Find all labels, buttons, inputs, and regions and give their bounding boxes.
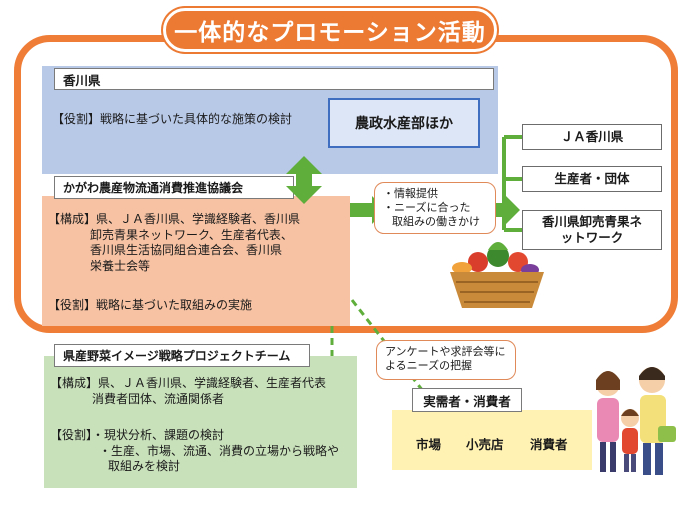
- target-wholesale-network-label: 香川県卸売青果ネットワーク: [541, 214, 642, 245]
- project-team-composition-line: 消費者団体、流通関係者: [92, 391, 225, 406]
- survey-callout-line: よるニーズの把握: [385, 359, 473, 372]
- family-icon: [596, 367, 676, 475]
- council-composition-line: 香川県生活協同組合連合会、香川県: [90, 243, 283, 258]
- target-producers: 生産者・団体: [522, 166, 662, 192]
- council-role: 【役割】戦略に基づいた取組みの実施: [48, 298, 253, 312]
- council-composition-line: 栄養士会等: [90, 258, 151, 273]
- info-callout: ・情報提供 ・ニーズに合った 取組みの働きかけ: [374, 182, 496, 234]
- survey-callout-line: アンケートや求評会等に: [385, 345, 506, 358]
- demand-area: [392, 410, 592, 470]
- project-team-role: 【役割】・現状分析、課題の検討 ・生産、市場、流通、消費の立場から戦略や 取組み…: [50, 428, 339, 475]
- project-team-area: [44, 356, 357, 488]
- right-arrow-icon: [496, 196, 520, 224]
- info-callout-line: 取組みの働きかけ: [392, 215, 480, 228]
- info-callout-line: ・ニーズに合った: [383, 201, 471, 214]
- diagram-title: 一体的なプロモーション活動: [163, 8, 497, 52]
- department-box: 農政水産部ほか: [328, 98, 480, 148]
- demand-item-retail: 小売店: [466, 437, 504, 452]
- info-callout-line: ・情報提供: [383, 187, 438, 200]
- project-team-role-line: 【役割】・現状分析、課題の検討: [50, 428, 225, 442]
- project-team-role-line: 取組みを検討: [108, 459, 181, 474]
- council-composition: 【構成】県、ＪＡ香川県、学識経験者、香川県 卸売青果ネットワーク、生産者代表、 …: [48, 212, 300, 274]
- council-composition-line: 卸売青果ネットワーク、生産者代表、: [90, 227, 293, 242]
- council-label: かがわ農産物流通消費推進協議会: [54, 176, 294, 199]
- target-wholesale-network: 香川県卸売青果ネットワーク: [522, 210, 662, 250]
- demand-label: 実需者・消費者: [412, 388, 522, 412]
- prefecture-role: 【役割】戦略に基づいた具体的な施策の検討: [52, 112, 293, 126]
- demand-item-market: 市場: [416, 437, 442, 452]
- target-ja-kagawa: ＪＡ香川県: [522, 124, 662, 150]
- demand-item-consumer: 消費者: [530, 437, 568, 452]
- project-team-composition-line: 【構成】県、ＪＡ香川県、学識経験者、生産者代表: [50, 376, 327, 390]
- prefecture-label: 香川県: [54, 68, 494, 90]
- project-team-composition: 【構成】県、ＪＡ香川県、学識経験者、生産者代表 消費者団体、流通関係者: [50, 376, 326, 407]
- double-arrow-icon: [286, 156, 322, 204]
- council-composition-line: 【構成】県、ＪＡ香川県、学識経験者、香川県: [48, 212, 301, 226]
- project-team-label: 県産野菜イメージ戦略プロジェクトチーム: [54, 344, 310, 367]
- vegetable-basket-icon: [450, 242, 544, 308]
- council-area: [42, 196, 350, 326]
- project-team-role-line: ・生産、市場、流通、消費の立場から戦略や: [99, 443, 340, 458]
- survey-callout: アンケートや求評会等に よるニーズの把握: [376, 340, 516, 380]
